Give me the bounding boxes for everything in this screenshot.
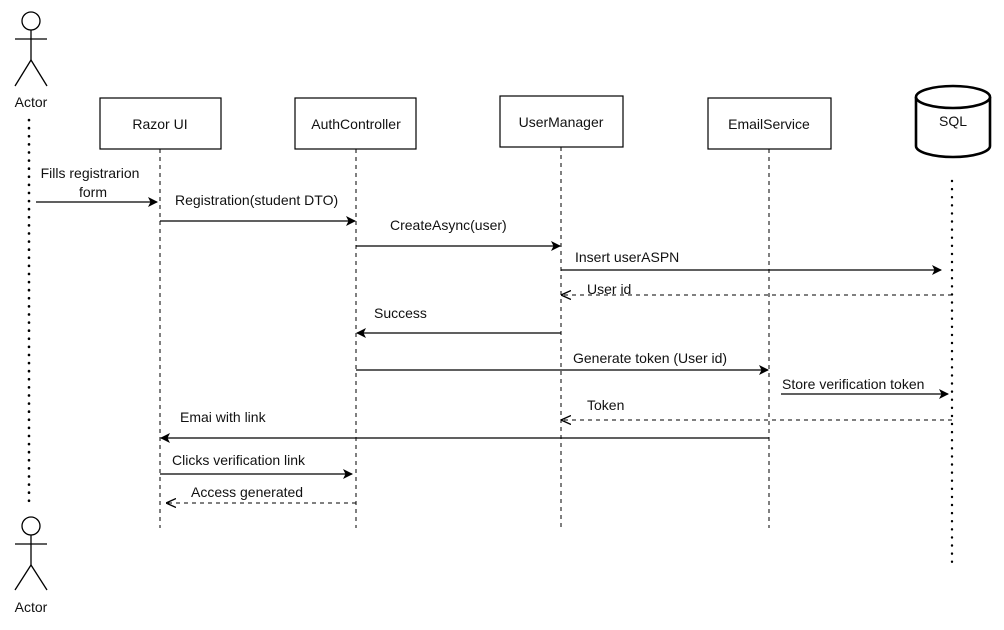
message-label: Fills registrarion [41, 165, 140, 181]
message-registration: Registration(student DTO) [160, 192, 356, 226]
participant-usermanager: UserManager [499, 95, 624, 148]
message-access-generated: Access generated [167, 484, 356, 503]
message-label: CreateAsync(user) [390, 217, 507, 233]
message-clicks-verification-link: Clicks verification link [160, 452, 353, 479]
actor-bottom: Actor [14, 516, 48, 615]
message-insert-user: Insert userASPN [561, 249, 942, 275]
participant-label: AuthController [311, 116, 401, 132]
message-label: form [79, 184, 107, 200]
actor-bottom-label: Actor [15, 599, 48, 615]
actor-top-label: Actor [15, 94, 48, 110]
message-create-async: CreateAsync(user) [356, 217, 561, 251]
message-label: Emai with link [180, 409, 267, 425]
message-token-return: Token [562, 397, 952, 420]
participant-label: SQL [939, 113, 967, 129]
message-label: Registration(student DTO) [175, 192, 338, 208]
message-label: Token [587, 397, 624, 413]
actor-top: Actor [14, 11, 48, 110]
message-user-id-return: User id [562, 281, 952, 297]
participant-label: UserManager [519, 114, 604, 130]
message-label: Success [374, 305, 427, 321]
message-email-with-link: Emai with link [160, 409, 769, 443]
message-label: Store verification token [782, 376, 924, 392]
participant-emailservice: EmailService [707, 97, 832, 150]
message-fills-registration-form: Fills registrarion form [36, 165, 158, 207]
participant-sql-database: SQL [914, 84, 992, 159]
participant-razor-ui: Razor UI [99, 97, 222, 150]
participant-authcontroller: AuthController [294, 97, 417, 150]
message-generate-token: Generate token (User id) [356, 350, 769, 375]
message-store-verification-token: Store verification token [781, 376, 949, 399]
message-success: Success [356, 305, 561, 338]
message-label: Insert userASPN [575, 249, 679, 265]
message-label: Clicks verification link [172, 452, 306, 468]
message-label: User id [587, 281, 631, 297]
participant-label: EmailService [728, 116, 810, 132]
message-label: Access generated [191, 484, 303, 500]
participant-label: Razor UI [132, 116, 187, 132]
message-label: Generate token (User id) [573, 350, 727, 366]
